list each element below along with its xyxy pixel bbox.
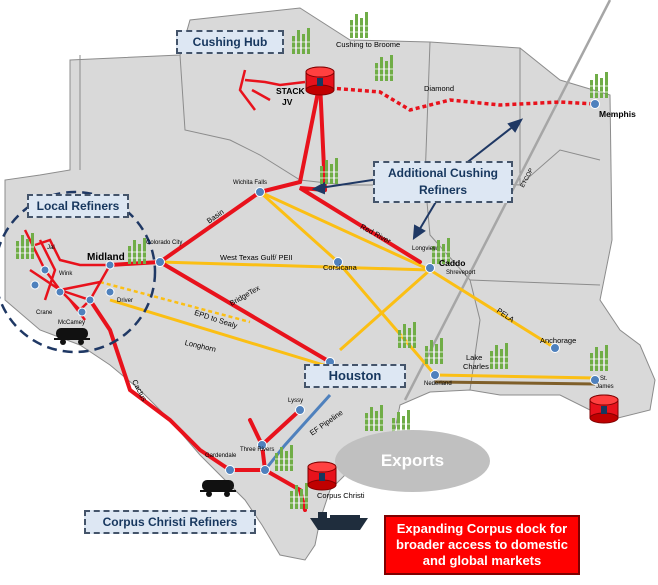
- label-cushing-to-broome: Cushing to Broome: [336, 40, 401, 49]
- additional-cushing-line2: Refiners: [418, 183, 468, 197]
- label-st-james-1: St.: [600, 376, 608, 382]
- label-colorado-city: Colorado City: [146, 240, 183, 246]
- cushing-hub-callout: Cushing Hub: [176, 30, 284, 54]
- local-refiners-circle: [0, 190, 157, 354]
- label-anchorage: Anchorage: [540, 336, 577, 345]
- additional-cushing-line1: Additional Cushing: [388, 166, 498, 180]
- label-wink: Wink: [59, 271, 73, 277]
- exports-bubble: Exports: [335, 430, 490, 492]
- label-three-rivers: Three Rivers: [240, 447, 275, 453]
- brown-pipeline: [434, 380, 596, 386]
- label-caddo: Caddo: [439, 258, 466, 268]
- label-corpus-christi: Corpus Christi: [317, 491, 365, 500]
- local-refiners-callout: Local Refiners: [27, 194, 129, 218]
- label-longview: Longview: [412, 246, 438, 252]
- label-lyssy: Lyssy: [288, 398, 304, 404]
- label-midland: Midland: [87, 252, 125, 263]
- expanding-line2: broader access to domestic: [396, 537, 568, 552]
- label-shreveport: Shreveport: [446, 270, 476, 276]
- corpus-christi-refiners-callout: Corpus Christi Refiners: [84, 510, 256, 534]
- label-gardendale: Gardendale: [205, 453, 237, 459]
- label-stack: STACK: [276, 86, 305, 96]
- additional-cushing-refiners-callout: Additional Cushing Refiners: [373, 161, 513, 203]
- dotted-yellow-pipeline: [99, 280, 251, 324]
- label-diamond: Diamond: [424, 84, 455, 93]
- label-crane: Crane: [36, 310, 53, 316]
- label-jv: JV: [282, 97, 293, 107]
- label-wichita-falls: Wichita Falls: [233, 180, 268, 186]
- label-corsicana: Corsicana: [323, 263, 357, 272]
- label-nederland: Nederland: [424, 381, 452, 387]
- ef-pipeline: [263, 393, 332, 471]
- yellow-pipelines: [109, 190, 596, 380]
- label-st-james-2: James: [596, 384, 614, 390]
- label-driver: Driver: [117, 298, 133, 304]
- diamond-pipeline: [329, 86, 596, 112]
- expanding-line1: Expanding Corpus dock for: [396, 521, 568, 536]
- label-mccamey: McCamey: [58, 320, 86, 326]
- label-lake-charles-2: Charles: [463, 362, 489, 371]
- label-lake-charles-1: Lake: [466, 353, 483, 362]
- houston-callout: Houston: [304, 364, 406, 388]
- expanding-line3: and global markets: [422, 553, 542, 568]
- tanker-ship-icon: [310, 512, 368, 530]
- label-west-texas-gulf: West Texas Gulf/ PEII: [220, 253, 293, 262]
- label-jal: Jal: [47, 245, 55, 251]
- label-memphis: Memphis: [599, 109, 636, 119]
- expanding-corpus-dock-box: Expanding Corpus dock for broader access…: [384, 515, 580, 575]
